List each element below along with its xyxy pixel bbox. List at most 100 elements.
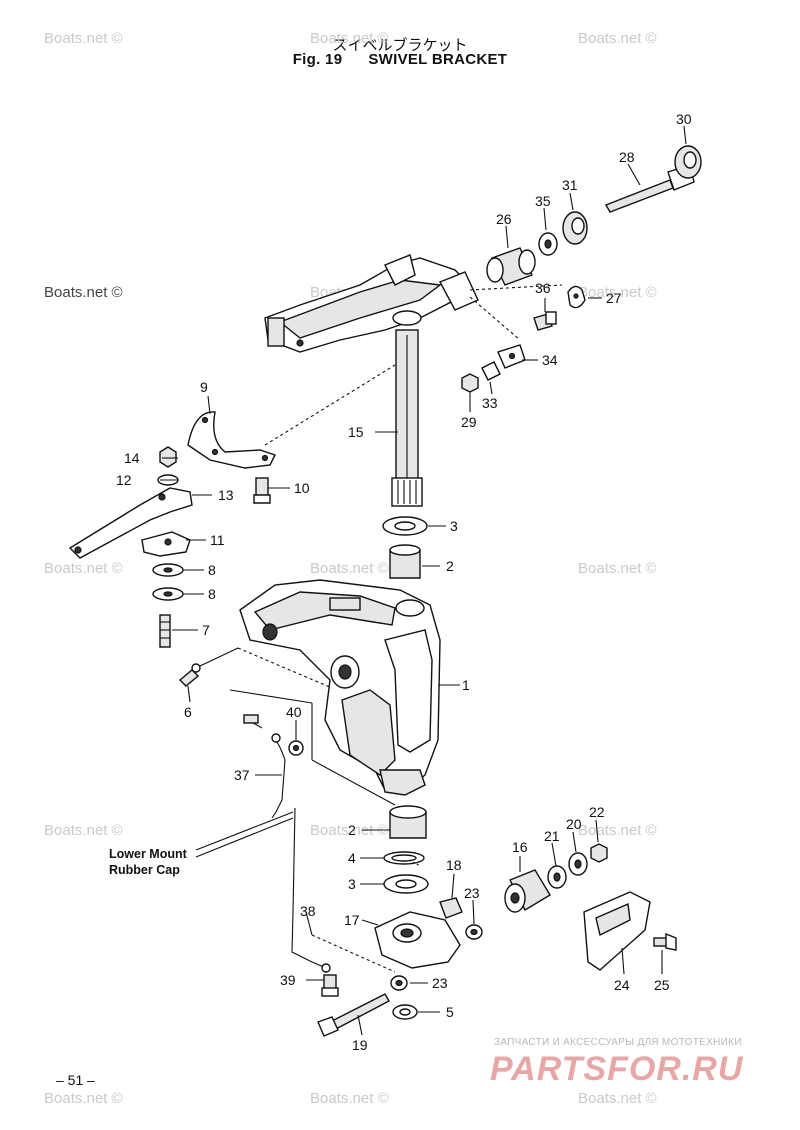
label-part-3: 3 <box>348 876 356 892</box>
part-23-washer-b <box>390 975 408 991</box>
label-part-26: 26 <box>496 211 512 227</box>
note-line: Rubber Cap <box>109 863 180 877</box>
label-part-12: 12 <box>116 472 132 488</box>
watermark: Boats.net © <box>44 1090 123 1107</box>
label-part-9: 9 <box>200 379 208 395</box>
label-part-19: 19 <box>352 1037 368 1053</box>
label-part-4: 4 <box>348 850 356 866</box>
label-part-30: 30 <box>676 111 692 127</box>
shop-logo: PARTSFOR.RU <box>490 1050 744 1088</box>
label-part-17: 17 <box>344 912 360 928</box>
label-part-38: 38 <box>300 903 316 919</box>
label-part-15: 15 <box>348 424 364 440</box>
part-10-bolt <box>253 477 271 504</box>
part-11-plate <box>141 531 191 557</box>
watermark: Boats.net © <box>44 30 123 47</box>
label-part-13: 13 <box>218 487 234 503</box>
part-6-grease-nipple <box>178 663 201 687</box>
part-5-spring-washer <box>392 1004 418 1020</box>
part-3-washer-upper <box>382 516 428 536</box>
label-part-1: 1 <box>462 677 470 693</box>
label-part-39: 39 <box>280 972 296 988</box>
label-part-3: 3 <box>450 518 458 534</box>
label-part-29: 29 <box>461 414 477 430</box>
label-part-2: 2 <box>348 822 356 838</box>
part-8-washer-b <box>152 587 184 601</box>
label-part-21: 21 <box>544 828 560 844</box>
part-38-lead-wire <box>291 911 331 973</box>
label-part-40: 40 <box>286 704 302 720</box>
part-36-bolt <box>533 311 557 331</box>
part-22-nut <box>590 843 608 863</box>
watermark: Boats.net © <box>578 284 657 301</box>
part-13-lever <box>68 487 193 559</box>
label-part-36: 36 <box>535 280 551 296</box>
label-part-5: 5 <box>446 1004 454 1020</box>
label-part-8: 8 <box>208 562 216 578</box>
label-part-23: 23 <box>464 885 480 901</box>
watermark: Boats.net © <box>310 30 389 47</box>
part-40-washer <box>288 740 304 756</box>
label-part-31: 31 <box>562 177 578 193</box>
watermark: Boats.net © <box>310 822 389 839</box>
label-part-10: 10 <box>294 480 310 496</box>
part-37-lead-wire <box>243 714 286 819</box>
part-8-washer-a <box>152 563 184 577</box>
part-1-swivel-bracket <box>239 579 441 796</box>
part-33-washer <box>481 361 501 381</box>
part-39-bolt <box>321 974 339 997</box>
label-part-24: 24 <box>614 977 630 993</box>
label-part-7: 7 <box>202 622 210 638</box>
label-part-25: 25 <box>654 977 670 993</box>
part-23-washer-a <box>465 924 483 940</box>
page-number: – 51 – <box>56 1072 95 1088</box>
watermark: Boats.net © <box>44 284 123 301</box>
part-24-cover <box>583 891 651 971</box>
label-part-23: 23 <box>432 975 448 991</box>
label-part-16: 16 <box>512 839 528 855</box>
shop-tagline: ЗАПЧАСТИ И АКСЕССУАРЫ ДЛЯ МОТОТЕХНИКИ <box>494 1037 742 1048</box>
label-part-22: 22 <box>589 804 605 820</box>
part-2-bush-lower <box>389 805 427 839</box>
part-9-plate <box>187 411 276 469</box>
part-25-bolt <box>653 932 677 951</box>
watermark: Boats.net © <box>578 1090 657 1107</box>
lower-mount-note: Lower Mount Rubber Cap <box>109 846 187 878</box>
part-14-nut <box>159 446 177 468</box>
label-part-37: 37 <box>234 767 250 783</box>
part-15-steering-bracket <box>264 254 479 507</box>
part-19-bolt <box>317 993 390 1037</box>
watermark: Boats.net © <box>44 822 123 839</box>
part-2-bush-upper <box>389 544 421 579</box>
label-part-35: 35 <box>535 193 551 209</box>
note-line: Lower Mount <box>109 847 187 861</box>
part-4-ring <box>383 851 425 865</box>
part-30-nut <box>674 145 702 179</box>
part-18-block <box>439 897 463 919</box>
part-27-clip <box>567 285 586 309</box>
label-part-11: 11 <box>210 532 225 548</box>
figure-name: SWIVEL BRACKET <box>368 51 508 68</box>
part-26-mount <box>486 247 536 286</box>
label-part-20: 20 <box>566 816 582 832</box>
part-34-clip <box>497 344 526 369</box>
part-labels: 1 2 2 3 3 4 5 6 7 8 8 9 10 11 12 13 14 1… <box>116 111 692 1053</box>
label-part-14: 14 <box>124 450 140 466</box>
part-16-mount <box>504 869 551 913</box>
part-20-washer <box>568 852 588 876</box>
part-29-nut <box>461 373 479 393</box>
watermark: Boats.net © <box>578 30 657 47</box>
label-part-27: 27 <box>606 290 622 306</box>
part-7-stud <box>159 614 171 648</box>
part-31-mount <box>562 211 588 245</box>
label-part-33: 33 <box>482 395 498 411</box>
label-part-2: 2 <box>446 558 454 574</box>
part-35-washer <box>538 232 558 256</box>
watermark: Boats.net © <box>310 560 389 577</box>
part-17-lower-bracket <box>374 911 461 969</box>
leader-lines <box>160 125 687 1036</box>
watermark: Boats.net © <box>44 560 123 577</box>
